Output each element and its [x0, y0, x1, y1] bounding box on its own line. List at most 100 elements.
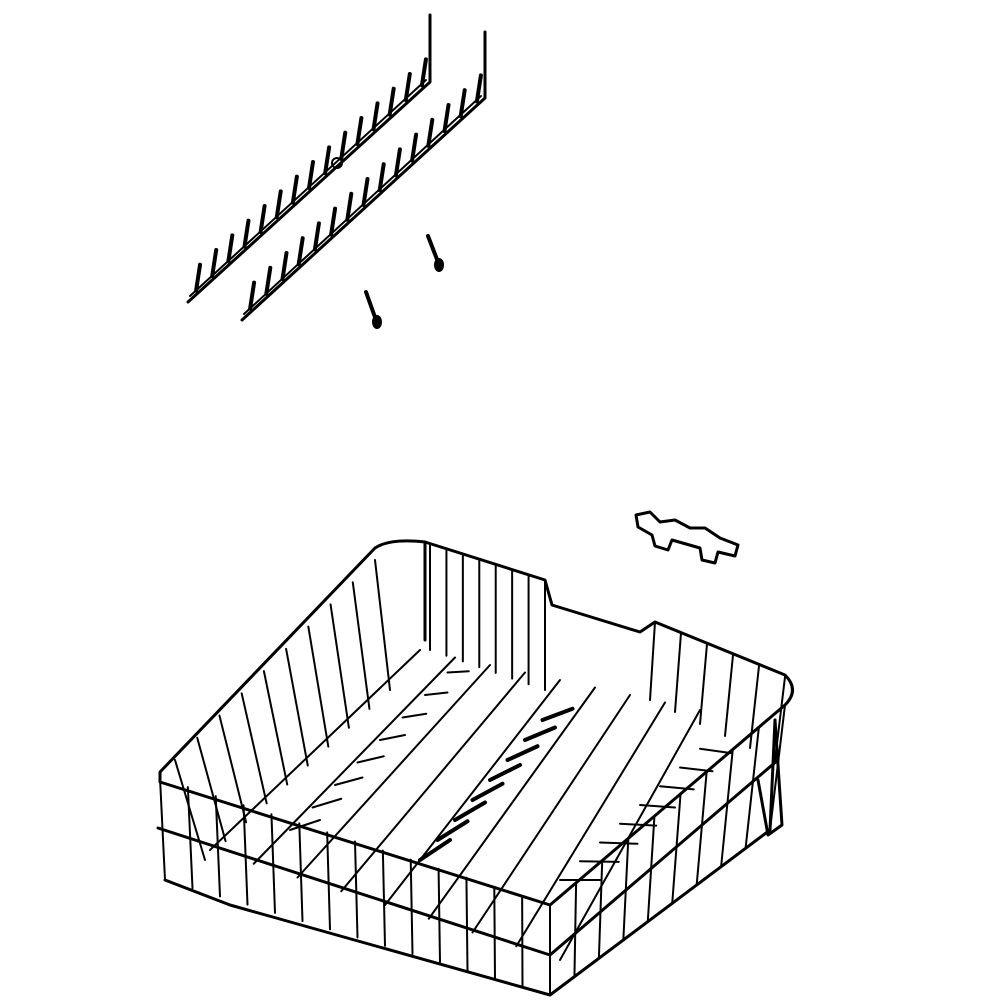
clip-2 [426, 234, 444, 272]
tine [458, 88, 467, 119]
tine [290, 174, 299, 205]
tine-row-2-base [240, 30, 487, 322]
basket-back-wire [699, 643, 708, 725]
basket-tine-wire [329, 603, 350, 729]
basket-center-tine [418, 838, 452, 862]
tine [280, 251, 289, 281]
basket-floor-wire [559, 709, 701, 961]
tine [329, 206, 338, 237]
basket-tine-wire [351, 581, 371, 710]
basket-center-tine [470, 781, 505, 802]
basket-floor-tine [424, 691, 449, 696]
basket-floor-tine [639, 804, 676, 809]
basket-floor-tine [599, 841, 639, 845]
basket-floor-wire [427, 686, 596, 920]
tine [403, 72, 412, 102]
tine [307, 160, 315, 190]
basket-side-wire [354, 840, 359, 939]
basket-side-wire [437, 867, 441, 964]
basket-side-wire [744, 726, 760, 850]
basket-tine-wire [307, 625, 330, 748]
tine [393, 147, 402, 178]
basket-side-wire [671, 792, 682, 905]
basket-side-wire [720, 748, 734, 868]
basket-floor-wire [252, 656, 456, 865]
basket-side-wire [242, 804, 249, 906]
basket-floor-tine [619, 822, 658, 827]
basket-side-wire [326, 831, 331, 931]
basket-tine-wire [285, 647, 309, 767]
rack-bracket [634, 510, 740, 565]
basket-tine-wire [174, 759, 206, 861]
tine [361, 177, 370, 207]
basket-floor-tine [356, 755, 385, 764]
basket-center-tine [523, 725, 557, 742]
basket-center-tine [435, 819, 470, 842]
tine [226, 233, 235, 264]
basket-side-wire [597, 859, 604, 960]
tine [410, 132, 419, 163]
basket-back-wire [724, 654, 734, 737]
basket-floor-tine [699, 747, 733, 755]
basket-back-wire [649, 621, 656, 701]
basket-tine-wire [262, 670, 289, 786]
basket-floor-wire [384, 679, 561, 906]
basket-side-wire [622, 837, 630, 941]
basket-side-wire [409, 858, 414, 955]
basket-floor-wire [515, 701, 666, 948]
tine [345, 191, 354, 222]
tine [323, 145, 332, 176]
tine [387, 86, 396, 117]
basket-floor-tine [379, 734, 406, 741]
basket-floor-tine [679, 766, 714, 773]
basket-floor-wire [296, 664, 491, 879]
basket-floor-tine [311, 797, 343, 809]
basket-side-wire [298, 822, 304, 923]
tine [474, 73, 483, 104]
basket-back-wire [774, 676, 786, 761]
basket-floor-tine [579, 860, 620, 863]
basket-back-wire [674, 632, 682, 713]
basket-center-tine [505, 744, 540, 762]
tine [296, 236, 305, 267]
basket-center-tine [540, 706, 575, 722]
basket-side-wire [159, 777, 166, 881]
tine [426, 117, 435, 148]
tine [274, 189, 283, 220]
tine [242, 218, 251, 249]
tine [419, 57, 428, 88]
basket-side-wire [769, 704, 786, 831]
basket-back-wire [749, 665, 760, 749]
basket-floor-tine [659, 785, 695, 791]
tine [371, 101, 380, 132]
basket-side-wire [573, 881, 578, 978]
basket-floor-wire [340, 671, 526, 893]
basket-side-wire [695, 770, 708, 886]
basket-floor-tine [289, 819, 321, 831]
tine [248, 280, 257, 311]
basket-floor-wire [471, 694, 631, 934]
basket-tine-wire [218, 714, 248, 824]
clip-1 [364, 290, 382, 329]
basket-side-wire [381, 849, 386, 947]
basket-side-wire [493, 885, 496, 980]
basket-top-rim [158, 539, 794, 907]
lower-dish-basket [156, 539, 794, 997]
basket-floor-wire [209, 649, 421, 851]
tine [442, 103, 451, 133]
basket-tine-wire [374, 559, 391, 691]
basket-floor-tine [446, 670, 470, 674]
tine-row-hinge [331, 157, 343, 169]
basket-floor-tine [334, 776, 364, 786]
basket-side-wire [270, 813, 276, 914]
tine [312, 221, 321, 252]
tine-row-2 [240, 30, 487, 322]
tine [264, 265, 273, 296]
tine [210, 248, 219, 278]
basket-side-wire [214, 795, 221, 898]
basket-tine-wire [240, 692, 268, 805]
tine [194, 262, 203, 293]
basket-tine-wire [196, 736, 227, 843]
basket-side-wire [646, 815, 656, 923]
